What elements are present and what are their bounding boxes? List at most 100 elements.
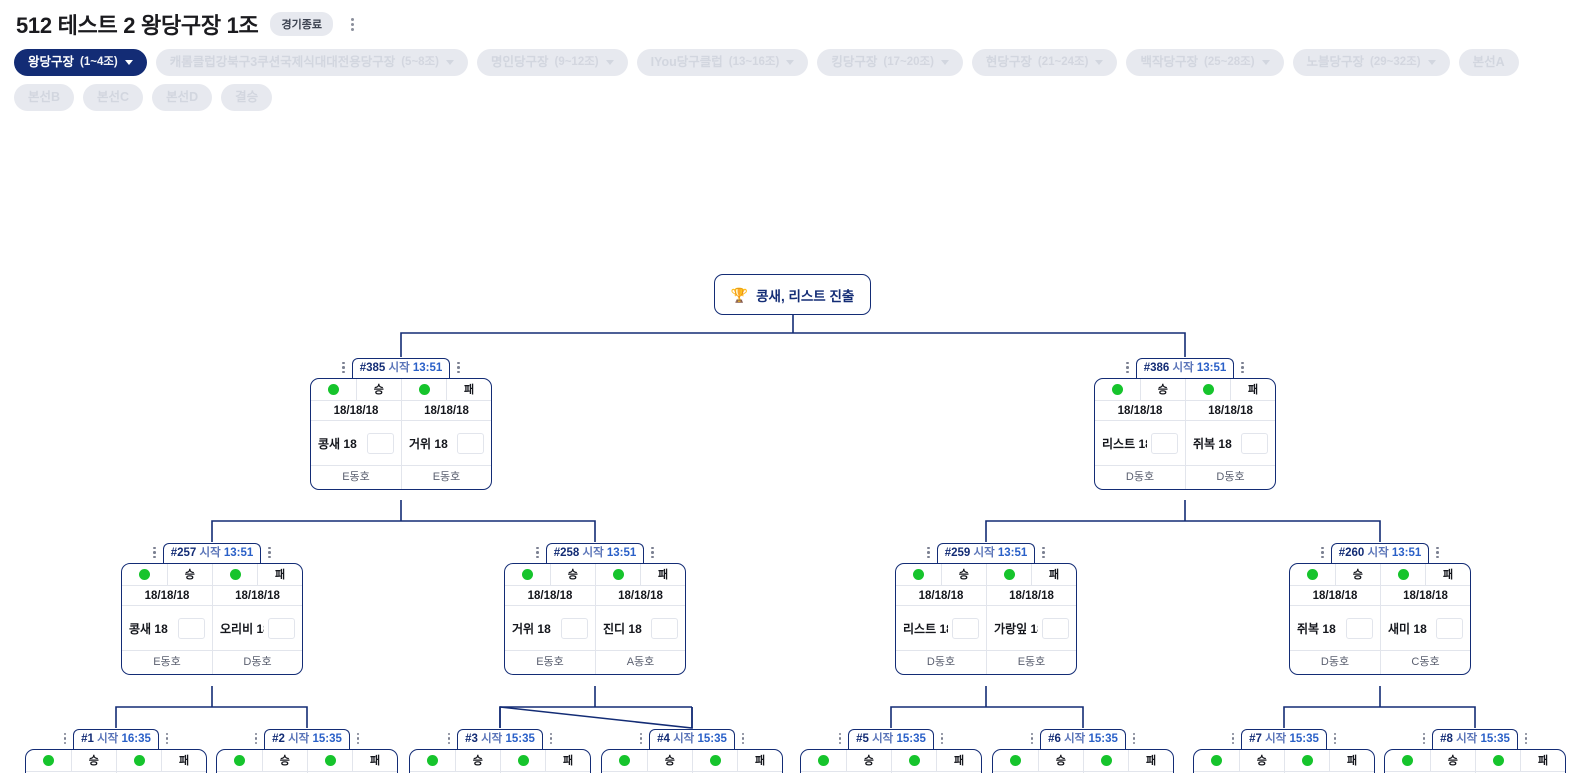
player-row[interactable]: 거위 18: [505, 606, 595, 651]
tab-4[interactable]: 킹당구장(17~20조): [817, 49, 963, 76]
match-menu-right-icon[interactable]: [350, 732, 367, 745]
tab-2[interactable]: 명인당구장(9~12조): [476, 49, 628, 76]
match-side-left[interactable]: 승 18/18/18 거위 18 E동호: [505, 564, 595, 674]
match-side-left[interactable]: 승 18/18/18 리스트 18 -10 D동호: [801, 750, 891, 773]
match-node-m5[interactable]: #5 시작 15:35 승 18/18/18 리스트 18 -10 D동호: [800, 728, 982, 773]
match-tag[interactable]: #6 시작 15:35: [1040, 728, 1126, 749]
match-card[interactable]: 승 18/18/18 오리비 18 -13 D동호 패 18/18/18 부시벅…: [216, 749, 398, 773]
match-node-m257[interactable]: #257 시작 13:51 승 18/18/18 콩새 18 E동호: [121, 542, 303, 675]
match-menu-left-icon[interactable]: [1119, 361, 1136, 374]
player-points[interactable]: [952, 617, 979, 639]
match-tag[interactable]: #386 시작 13:51: [1135, 357, 1235, 378]
player-row[interactable]: 새미 18: [1381, 606, 1470, 651]
match-side-left[interactable]: 승 18/18/18 콩새 18 -14 E동호: [26, 750, 116, 773]
match-menu-right-icon[interactable]: [159, 732, 176, 745]
match-menu-right-icon[interactable]: [934, 732, 951, 745]
match-card[interactable]: 승 18/18/18 쥐복 18 -8 D동호 패 18/18/18 아구티 1…: [1193, 749, 1375, 773]
match-side-left[interactable]: 승 18/18/18 가랑잎 18 -9 E동호: [993, 750, 1083, 773]
tab-8[interactable]: 본선A: [1458, 49, 1519, 76]
match-side-left[interactable]: 승 18/18/18 거위 18 -12 E동호: [410, 750, 500, 773]
match-side-left[interactable]: 승 18/18/18 쥐복 18 D동호: [1290, 564, 1380, 674]
tab-11[interactable]: 본선D: [152, 84, 213, 111]
match-node-m259[interactable]: #259 시작 13:51 승 18/18/18 리스트 18 D동호: [895, 542, 1077, 675]
match-menu-left-icon[interactable]: [146, 546, 163, 559]
chevron-down-icon[interactable]: [1261, 60, 1270, 65]
player-points[interactable]: [367, 432, 394, 454]
match-menu-right-icon[interactable]: [1035, 546, 1052, 559]
match-menu-right-icon[interactable]: [1126, 732, 1143, 745]
match-tag[interactable]: #259 시작 13:51: [936, 542, 1036, 563]
match-card[interactable]: 승 18/18/18 리스트 18 D동호 패 18/18/18 쥐복 18 D…: [1094, 378, 1276, 490]
match-card[interactable]: 승 18/18/18 콩새 18 E동호 패 18/18/18 오리비 18 D…: [121, 563, 303, 675]
player-row[interactable]: 가랑잎 18: [987, 606, 1076, 651]
player-points[interactable]: [268, 617, 295, 639]
player-points[interactable]: [561, 617, 588, 639]
match-node-m4[interactable]: #4 시작 15:35 승 18/18/18 진디 18 -11 A동호: [601, 728, 783, 773]
match-tag[interactable]: #258 시작 13:51: [545, 542, 645, 563]
match-side-right[interactable]: 패 18/18/18 물밭쥐 18 -11 C동호: [692, 750, 782, 773]
chevron-down-icon[interactable]: [940, 60, 949, 65]
match-menu-left-icon[interactable]: [529, 546, 546, 559]
player-row[interactable]: 쥐복 18: [1290, 606, 1380, 651]
match-menu-right-icon[interactable]: [735, 732, 752, 745]
match-side-right[interactable]: 패 18/18/18 오리비 18 D동호: [212, 564, 302, 674]
match-menu-left-icon[interactable]: [441, 732, 458, 745]
player-row[interactable]: 쥐복 18: [1186, 421, 1275, 466]
match-side-right[interactable]: 패 18/18/18 부시벅 18 -13 B동호: [307, 750, 397, 773]
match-side-right[interactable]: 패 18/18/18 진디 18 A동호: [595, 564, 685, 674]
match-card[interactable]: 승 18/18/18 거위 18 E동호 패 18/18/18 진디 18 A동…: [504, 563, 686, 675]
match-side-right[interactable]: 패 18/18/18 새미 18 C동호: [1380, 564, 1470, 674]
match-node-m3[interactable]: #3 시작 15:35 승 18/18/18 거위 18 -12 E동호: [409, 728, 591, 773]
match-card[interactable]: 승 18/18/18 콩새 18 E동호 패 18/18/18 거위 18 E동…: [310, 378, 492, 490]
chevron-down-icon[interactable]: [786, 60, 795, 65]
match-side-left[interactable]: 승 18/18/18 새미 18 -7 C동호: [1385, 750, 1475, 773]
player-points[interactable]: [178, 617, 205, 639]
champion-banner[interactable]: 🏆 콩새, 리스트 진출: [714, 274, 871, 315]
match-node-m1[interactable]: #1 시작 16:35 승 18/18/18 콩새 18 -14 E동호: [25, 728, 207, 773]
player-row[interactable]: 거위 18: [402, 421, 491, 466]
match-tag[interactable]: #8 시작 15:35: [1432, 728, 1518, 749]
player-points[interactable]: [651, 617, 678, 639]
match-menu-left-icon[interactable]: [1225, 732, 1242, 745]
match-side-left[interactable]: 승 18/18/18 쥐복 18 -8 D동호: [1194, 750, 1284, 773]
match-card[interactable]: 승 18/18/18 리스트 18 -10 D동호 패 18/18/18 쿠두 …: [800, 749, 982, 773]
player-row[interactable]: 리스트 18: [896, 606, 986, 651]
tab-6[interactable]: 백작당구장(25~28조): [1126, 49, 1284, 76]
match-side-right[interactable]: 패 18/18/18 납자루 18 -7 B동호: [1475, 750, 1565, 773]
match-menu-left-icon[interactable]: [633, 732, 650, 745]
player-row[interactable]: 리스트 18: [1095, 421, 1185, 466]
match-node-m260[interactable]: #260 시작 13:51 승 18/18/18 쥐복 18 D동호: [1289, 542, 1471, 675]
match-side-left[interactable]: 승 18/18/18 콩새 18 E동호: [311, 379, 401, 489]
chevron-down-icon[interactable]: [124, 60, 133, 65]
match-tag[interactable]: #1 시작 16:35: [73, 728, 159, 749]
match-card[interactable]: 승 18/18/18 콩새 18 -14 E동호 패 18/18/18 부처꽃 …: [25, 749, 207, 773]
match-node-m7[interactable]: #7 시작 15:35 승 18/18/18 쥐복 18 -8 D동호: [1193, 728, 1375, 773]
chevron-down-icon[interactable]: [605, 60, 614, 65]
player-row[interactable]: 진디 18: [596, 606, 685, 651]
match-node-m2[interactable]: #2 시작 15:35 승 18/18/18 오리비 18 -13 D동호: [216, 728, 398, 773]
match-menu-left-icon[interactable]: [920, 546, 937, 559]
match-menu-left-icon[interactable]: [57, 732, 74, 745]
match-menu-right-icon[interactable]: [543, 732, 560, 745]
match-node-m386[interactable]: #386 시작 13:51 승 18/18/18 리스트 18 D동호: [1094, 357, 1276, 490]
match-side-left[interactable]: 승 18/18/18 콩새 18 E동호: [122, 564, 212, 674]
match-side-right[interactable]: 패 18/18/18 중새우 18 -12 A동호: [500, 750, 590, 773]
match-menu-left-icon[interactable]: [335, 361, 352, 374]
match-menu-right-icon[interactable]: [450, 361, 467, 374]
match-menu-left-icon[interactable]: [1314, 546, 1331, 559]
match-side-right[interactable]: 패 18/18/18 고라니 18 -9 B동호: [1083, 750, 1173, 773]
match-side-right[interactable]: 패 18/18/18 가랑잎 18 E동호: [986, 564, 1076, 674]
player-points[interactable]: [1436, 617, 1463, 639]
match-menu-right-icon[interactable]: [261, 546, 278, 559]
match-tag[interactable]: #385 시작 13:51: [351, 357, 451, 378]
match-card[interactable]: 승 18/18/18 거위 18 -12 E동호 패 18/18/18 중새우 …: [409, 749, 591, 773]
player-row[interactable]: 오리비 18: [213, 606, 302, 651]
match-card[interactable]: 승 18/18/18 쥐복 18 D동호 패 18/18/18 새미 18 C동…: [1289, 563, 1471, 675]
tab-5[interactable]: 현당구장(21~24조): [971, 49, 1118, 76]
match-node-m258[interactable]: #258 시작 13:51 승 18/18/18 거위 18 E동호: [504, 542, 686, 675]
match-side-right[interactable]: 패 18/18/18 부처꽃 18 -14 C동호: [116, 750, 206, 773]
match-menu-right-icon[interactable]: [644, 546, 661, 559]
match-menu-left-icon[interactable]: [1024, 732, 1041, 745]
match-menu-left-icon[interactable]: [248, 732, 265, 745]
match-tag[interactable]: #5 시작 15:35: [848, 728, 934, 749]
